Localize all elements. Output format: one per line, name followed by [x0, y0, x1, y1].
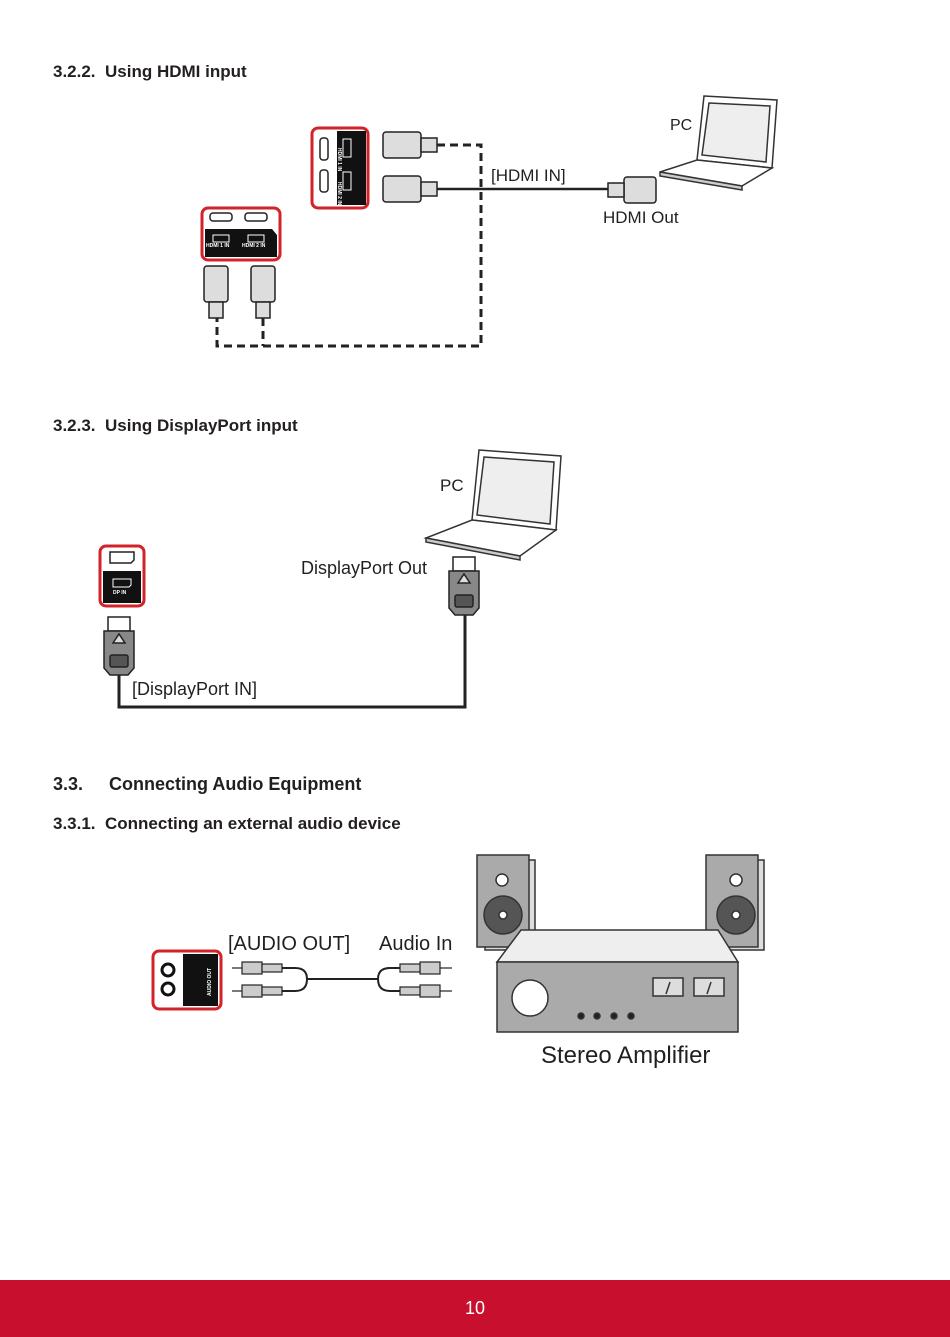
displayport-panel [98, 544, 146, 608]
laptop-icon [423, 449, 562, 561]
hdmi-port-panel-vertical [310, 126, 370, 210]
section-heading-3-3: 3.3. Connecting Audio Equipment [53, 774, 361, 795]
hdmi1-port-label: HDMI 1 IN [206, 243, 230, 249]
hdmi2-port-label-vertical: HDMI 2 IN [336, 182, 342, 206]
hdmi2-port-label: HDMI 2 IN [242, 243, 266, 249]
section-heading-3-3-1: 3.3.1. Connecting an external audio devi… [53, 814, 401, 834]
displayport-out-label: DisplayPort Out [301, 558, 428, 578]
rca-plug-icon [232, 961, 452, 998]
hdmi-port-panel-horizontal [200, 206, 282, 262]
audio-in-label: Audio In [379, 933, 453, 955]
pc-label: PC [670, 117, 693, 134]
section-title: Using HDMI input [105, 62, 247, 81]
section-title: Connecting an external audio device [105, 814, 401, 833]
dp-port-label: DP IN [113, 590, 127, 596]
audio-out-panel [151, 949, 223, 1011]
laptop-icon [659, 95, 778, 191]
footer-bar [0, 1280, 950, 1337]
stereo-amplifier-label: Stereo Amplifier [541, 1042, 711, 1069]
section-number: 3.3.1. [53, 814, 96, 833]
hdmi-in-label: [HDMI IN] [491, 166, 566, 185]
section-number: 3.2.2. [53, 62, 96, 81]
section-heading-3-2-3: 3.2.3. Using DisplayPort input [53, 416, 298, 436]
section-heading-3-2-2: 3.2.2. Using HDMI input [53, 62, 247, 82]
section-number: 3.2.3. [53, 416, 96, 435]
hdmi-out-label: HDMI Out [603, 208, 679, 227]
section-title: Using DisplayPort input [105, 416, 298, 435]
pc-label: PC [440, 476, 464, 495]
hdmi1-port-label-vertical: HDMI 1 IN [336, 148, 342, 172]
amplifier-icon [495, 929, 740, 1033]
displayport-in-label: [DisplayPort IN] [132, 679, 258, 699]
section-title: Connecting Audio Equipment [109, 774, 362, 794]
displayport-plug-icon [103, 556, 480, 676]
section-number: 3.3. [53, 774, 84, 794]
audio-out-label: [AUDIO OUT] [228, 933, 351, 955]
page-number: 10 [464, 1298, 486, 1318]
audio-out-port-label: AUDIO OUT [207, 967, 213, 996]
diagrams-artwork [98, 95, 778, 1033]
